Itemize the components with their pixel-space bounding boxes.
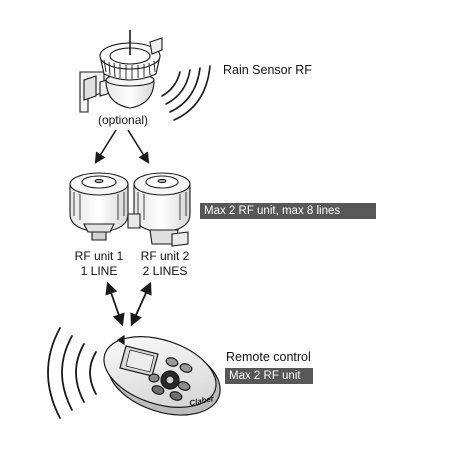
remote-signal-icon	[47, 327, 97, 419]
sensor-to-units-arrows	[94, 129, 150, 164]
remote-control-device	[103, 334, 221, 416]
remote-control-label: Remote control	[226, 350, 311, 364]
rf-unit-1-device	[69, 172, 129, 241]
rf-unit-1-name: RF unit 1	[74, 249, 124, 263]
units-remote-arrows	[105, 281, 152, 327]
rf-unit-2-lines: 2 LINES	[142, 264, 188, 278]
rain-sensor-signal-icon	[161, 65, 211, 121]
rf-capacity-tag: Max 2 RF unit, max 8 lines	[200, 203, 376, 219]
remote-capacity-tag: Max 2 RF unit	[225, 368, 313, 384]
optional-note: (optional)	[98, 113, 149, 127]
rf-unit-2-device	[127, 172, 191, 247]
rf-unit-2-name: RF unit 2	[140, 249, 190, 263]
rain-sensor-label: Rain Sensor RF	[223, 63, 312, 77]
rain-sensor-device	[79, 30, 163, 113]
rf-unit-1-lines: 1 LINE	[80, 264, 118, 278]
